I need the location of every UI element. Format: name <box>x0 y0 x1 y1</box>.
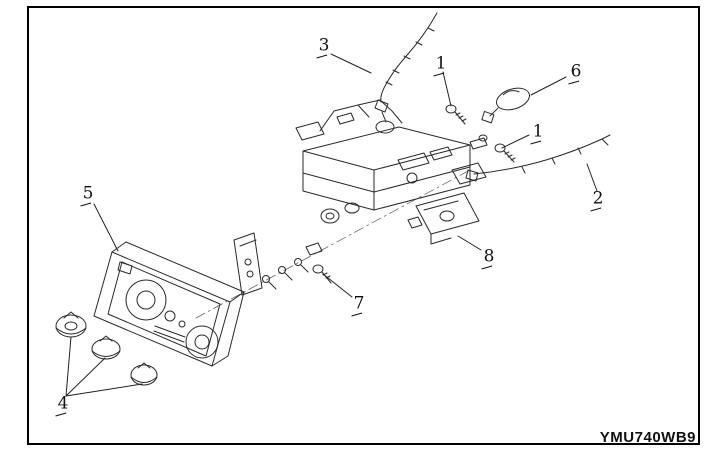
diagram-border <box>27 6 700 445</box>
bulb-6 <box>481 87 530 124</box>
figure-code: YMU740WB9 <box>599 429 696 446</box>
callout-8: 8 <box>483 246 495 267</box>
screw-7 <box>312 264 332 284</box>
screw-1a <box>445 104 467 125</box>
callout-2: 2 <box>592 188 604 209</box>
rear-bracket-8 <box>407 192 480 245</box>
cable-3 <box>374 12 438 123</box>
control-body <box>295 99 487 224</box>
knobs-4 <box>55 311 158 386</box>
callout-6: 6 <box>570 61 582 82</box>
callout-7: 7 <box>353 293 365 314</box>
center-axis-line <box>195 169 471 319</box>
callout-4: 4 <box>57 393 69 414</box>
face-panel-5 <box>93 241 245 367</box>
callout-1a: 1 <box>435 53 447 74</box>
callout-1b: 1 <box>532 121 544 142</box>
callout-3: 3 <box>318 35 330 56</box>
callout-5: 5 <box>82 183 94 204</box>
cable-2 <box>465 134 611 182</box>
leader-lines <box>65 53 598 397</box>
mounting-plate <box>233 232 323 296</box>
screw-1b <box>494 143 516 163</box>
